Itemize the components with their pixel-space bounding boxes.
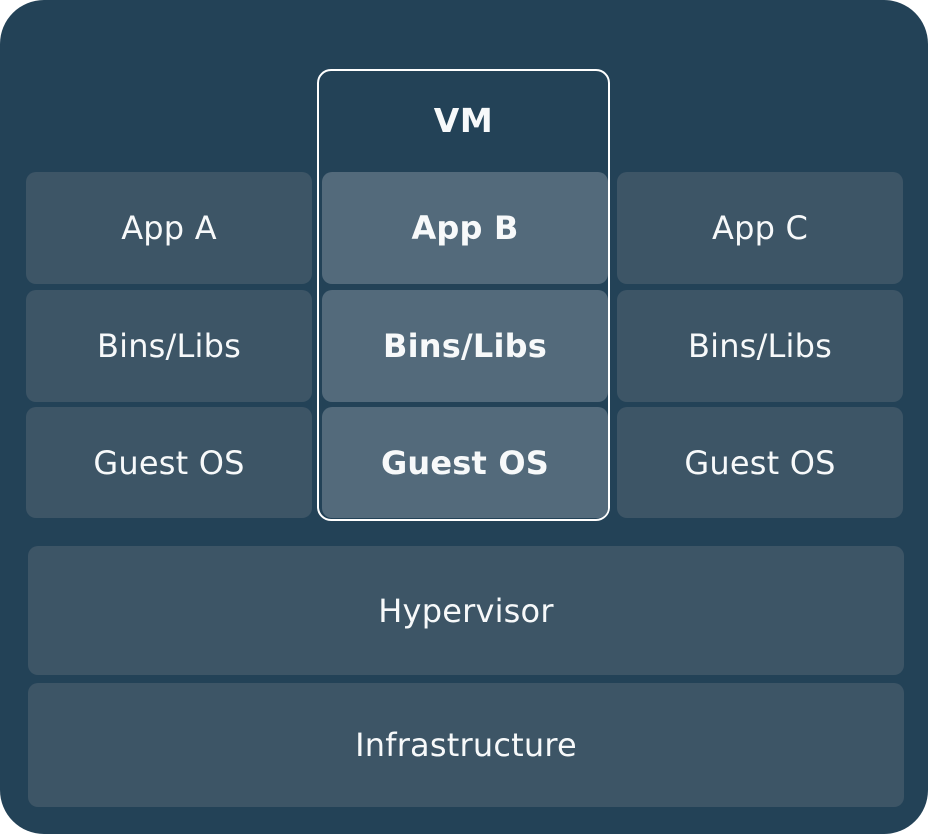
box-app-c: App C <box>617 172 903 284</box>
box-guest-os-right: Guest OS <box>617 407 903 518</box>
box-bins-libs-right: Bins/Libs <box>617 290 903 402</box>
box-infrastructure: Infrastructure <box>28 683 904 807</box>
box-guest-os-left: Guest OS <box>26 407 312 518</box>
box-app-a: App A <box>26 172 312 284</box>
vm-group-label: VM <box>433 101 494 140</box>
box-app-b: App B <box>322 172 608 284</box>
box-guest-os-vm: Guest OS <box>322 407 608 518</box>
box-bins-libs-left: Bins/Libs <box>26 290 312 402</box>
box-hypervisor: Hypervisor <box>28 546 904 675</box>
box-bins-libs-vm: Bins/Libs <box>322 290 608 402</box>
vm-group-frame <box>317 69 610 521</box>
